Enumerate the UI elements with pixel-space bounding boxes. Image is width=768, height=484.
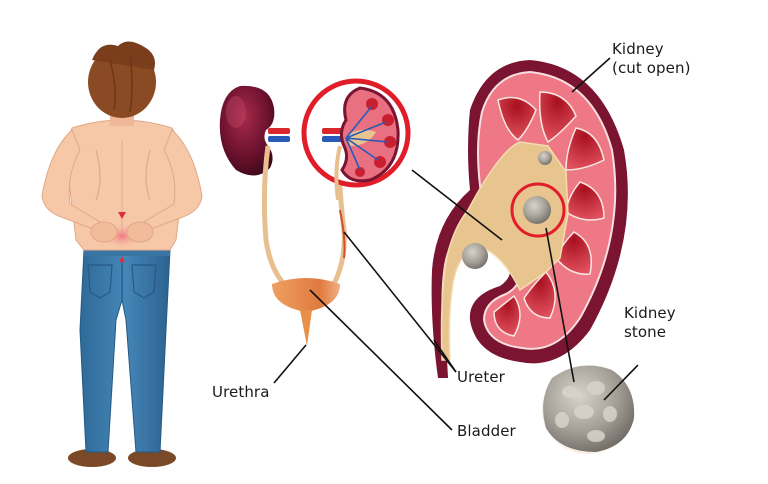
back-pocket-left <box>87 264 113 299</box>
person-back-pain-figure <box>41 41 203 467</box>
leader-zoom-to-kidney <box>411 169 503 241</box>
left-shoe <box>68 449 116 467</box>
urinary-system-figure <box>219 85 347 346</box>
kidney-stone-highlighted <box>523 196 551 224</box>
label-urethra: Urethra <box>212 383 270 401</box>
kidney-cut-open-figure <box>431 60 628 378</box>
leader-urethra <box>273 344 307 384</box>
leader-stone-to-enlarged <box>545 227 575 383</box>
kidney-cross-section-figure <box>301 78 411 201</box>
leader-ureter-left <box>343 231 457 373</box>
right-arm <box>143 129 203 231</box>
kidney-stone-small <box>538 151 552 165</box>
pain-arrow-icon <box>118 212 126 219</box>
bladder <box>272 278 340 312</box>
kidney-stone-enlarged-figure <box>542 365 635 454</box>
label-kidney-cut-open: Kidney (cut open) <box>612 40 691 78</box>
label-ureter: Ureter <box>457 368 505 386</box>
label-kidney-stone-line2: stone <box>624 323 667 341</box>
jeans <box>79 249 171 453</box>
urethra <box>300 310 312 346</box>
left-kidney <box>219 85 275 176</box>
label-bladder: Bladder <box>457 422 516 440</box>
right-hand <box>126 221 154 243</box>
label-kidney-line1: Kidney <box>612 40 664 58</box>
back-pocket-right <box>131 264 157 299</box>
leader-ureter-right <box>433 339 457 373</box>
left-arm <box>41 129 101 231</box>
label-kidney-line2: (cut open) <box>612 59 691 77</box>
leader-bladder <box>309 289 453 431</box>
left-hand <box>90 221 118 243</box>
leader-lines <box>273 57 639 431</box>
kidney-stone-medium <box>462 243 488 269</box>
label-kidney-stone-line1: Kidney <box>624 304 676 322</box>
renal-pyramids <box>493 91 605 337</box>
leader-kidney-stone <box>603 364 639 401</box>
label-kidney-stone: Kidney stone <box>624 304 676 342</box>
leader-kidney-cut-open <box>571 57 611 93</box>
right-shoe <box>128 449 176 467</box>
stone-highlight-circle <box>510 182 566 238</box>
left-ureter <box>261 145 286 286</box>
